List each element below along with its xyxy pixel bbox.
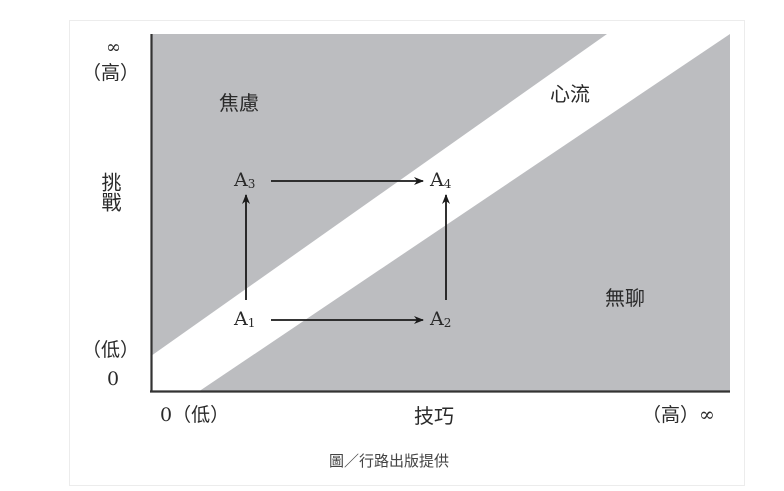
region-anxiety: 焦慮 xyxy=(219,91,259,115)
y-axis-high-label: （高） xyxy=(82,62,140,84)
flow-channel-band xyxy=(151,34,730,392)
x-axis-title: 技巧 xyxy=(414,404,454,428)
y-axis-low-symbol: 0 xyxy=(107,368,120,390)
x-axis-high-label: （高）∞ xyxy=(642,404,715,426)
region-boredom: 無聊 xyxy=(605,286,645,310)
node-a2: A2 xyxy=(430,308,452,330)
figure-caption: 圖／行路出版提供 xyxy=(329,452,450,470)
node-a1: A1 xyxy=(234,308,256,330)
y-axis-title: 挑戰 xyxy=(98,172,122,212)
y-axis-high-symbol: ∞ xyxy=(106,37,121,58)
region-flow: 心流 xyxy=(550,82,590,106)
node-a3: A3 xyxy=(234,169,256,191)
x-axis-low-label: 0（低） xyxy=(160,404,230,426)
y-axis-low-label: （低） xyxy=(82,339,140,361)
node-a4: A4 xyxy=(430,169,452,191)
